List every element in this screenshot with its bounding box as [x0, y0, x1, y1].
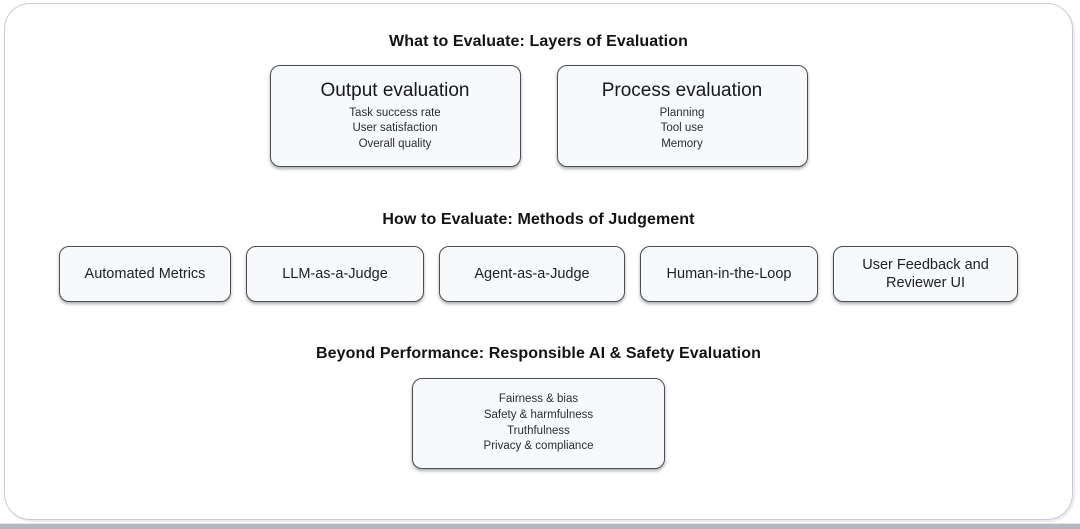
box-output-evaluation: Output evaluation Task success rate User… [269, 65, 521, 167]
box-user-feedback-reviewer-ui: User Feedback and Reviewer UI [833, 246, 1018, 302]
safety-items: Fairness & bias Safety & harmfulness Tru… [484, 392, 594, 454]
list-item: Planning [659, 107, 705, 120]
box-human-in-the-loop: Human-in-the-Loop [640, 246, 818, 302]
box-responsible-ai-safety: Fairness & bias Safety & harmfulness Tru… [412, 378, 665, 469]
list-item: Fairness & bias [498, 393, 579, 406]
output-evaluation-title: Output evaluation [320, 80, 470, 102]
methods-row: Automated Metrics LLM-as-a-Judge Agent-a… [5, 246, 1072, 302]
output-evaluation-items: Task success rate User satisfaction Over… [349, 106, 440, 152]
section-title-responsible-ai-safety: Beyond Performance: Responsible AI & Saf… [316, 345, 761, 362]
section-title-methods-of-judgement: How to Evaluate: Methods of Judgement [382, 211, 695, 228]
window-bottom-edge [0, 523, 1080, 529]
list-item: Memory [661, 137, 703, 150]
list-item: Tool use [660, 122, 704, 135]
box-agent-as-a-judge: Agent-as-a-Judge [439, 246, 625, 302]
list-item: Safety & harmfulness [483, 408, 594, 421]
list-item: User satisfaction [352, 122, 438, 135]
section-title-layers-of-evaluation: What to Evaluate: Layers of Evaluation [389, 33, 688, 50]
diagram-card: What to Evaluate: Layers of Evaluation O… [4, 3, 1073, 520]
box-process-evaluation: Process evaluation Planning Tool use Mem… [556, 65, 808, 167]
box-automated-metrics: Automated Metrics [59, 246, 231, 302]
list-item: Truthfulness [507, 424, 570, 437]
safety-row: Fairness & bias Safety & harmfulness Tru… [5, 378, 1072, 469]
list-item: Overall quality [358, 137, 432, 150]
list-item: Task success rate [349, 107, 441, 120]
layers-row: Output evaluation Task success rate User… [5, 65, 1072, 167]
process-evaluation-items: Planning Tool use Memory [660, 106, 705, 152]
box-llm-as-a-judge: LLM-as-a-Judge [246, 246, 424, 302]
list-item: Privacy & compliance [483, 440, 594, 453]
process-evaluation-title: Process evaluation [601, 80, 763, 102]
